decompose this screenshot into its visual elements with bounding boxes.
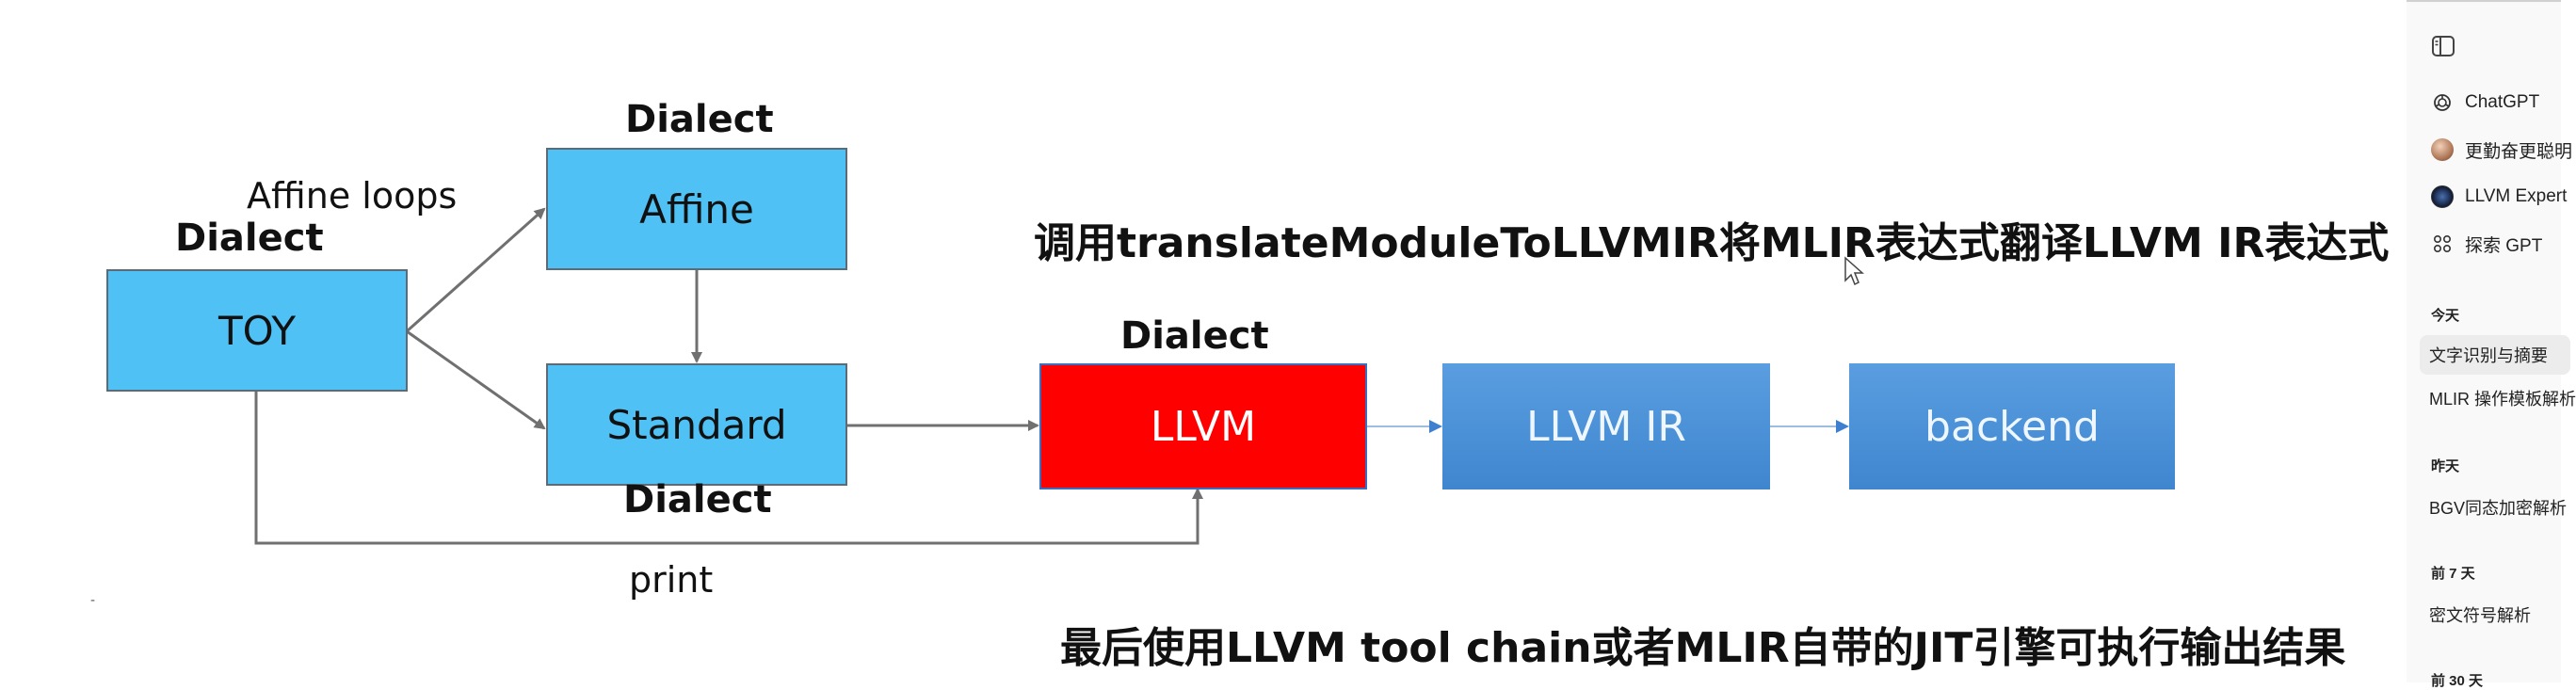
gpt-item-label: 更勤奋更聪明 [2465, 141, 2573, 162]
sidebar-top-edge [2407, 0, 2561, 11]
mouse-cursor-icon [1844, 256, 1864, 286]
conversation-item[interactable]: 文字识别与摘要 [2420, 335, 2570, 375]
section-30days-title: 前 30 天 [2431, 673, 2484, 689]
diagram-connectors [254, 207, 1849, 545]
llvm-node: LLVM [1039, 363, 1367, 489]
section-7days-title: 前 7 天 [2431, 566, 2475, 582]
gpt-item-chatgpt[interactable]: ChatGPT [2431, 88, 2539, 117]
standard-node: Standard [546, 363, 847, 486]
conversation-item[interactable]: MLIR 操作模板解析 [2429, 390, 2576, 409]
avatar [2431, 138, 2454, 161]
edge-toy-standard [406, 329, 546, 430]
affine-loops-label: Affine loops [247, 175, 458, 217]
gpt-item-label: LLVM Expert [2465, 186, 2568, 206]
grid-icon [2431, 233, 2454, 255]
llvm-ir-node: LLVM IR [1442, 363, 1770, 489]
execute-caption: 最后使用LLVM tool chain或者MLIR自带的JIT引擎可执行输出结果 [1060, 624, 2346, 672]
gpt-item-llvm-expert[interactable]: LLVM Expert [2431, 183, 2567, 211]
affine-node: Affine [546, 148, 847, 270]
conversation-item[interactable]: 密文符号解析 [2429, 606, 2531, 625]
print-label: print [629, 559, 714, 601]
gpt-item-explore[interactable]: 探索 GPT [2431, 230, 2542, 258]
llvm-dialect-label: Dialect [1120, 314, 1269, 358]
edge-toy-affine [406, 207, 546, 333]
conversation-item[interactable]: BGV同态加密解析 [2429, 499, 2568, 518]
section-yesterday-title: 昨天 [2431, 458, 2460, 474]
dash-mark: - [90, 593, 96, 608]
avatar [2431, 185, 2454, 208]
slide-canvas: TOY Affine Standard LLVM LLVM IR backend… [90, 98, 2390, 672]
chat-sidebar: ChatGPT 更勤奋更聪明 LLVM Expert 探索 GPT 今天 文字识… [2407, 0, 2576, 689]
sidebar-toggle-icon[interactable] [2431, 34, 2455, 58]
section-today-title: 今天 [2431, 308, 2460, 324]
affine-dialect-label: Dialect [625, 98, 774, 141]
standard-dialect-label: Dialect [623, 478, 772, 522]
backend-node: backend [1849, 363, 2175, 489]
edge-toy-print-llvm [254, 390, 1203, 545]
gpt-item-label: ChatGPT [2465, 92, 2540, 112]
gpt-item-diligent[interactable]: 更勤奋更聪明 [2431, 136, 2572, 164]
openai-icon [2431, 91, 2454, 114]
toy-node: TOY [106, 269, 408, 392]
translate-caption: 调用translateModuleToLLVMIR将MLIR表达式翻译LLVM … [1034, 219, 2390, 267]
toy-dialect-label: Dialect [175, 217, 324, 260]
gpt-item-label: 探索 GPT [2465, 235, 2543, 256]
